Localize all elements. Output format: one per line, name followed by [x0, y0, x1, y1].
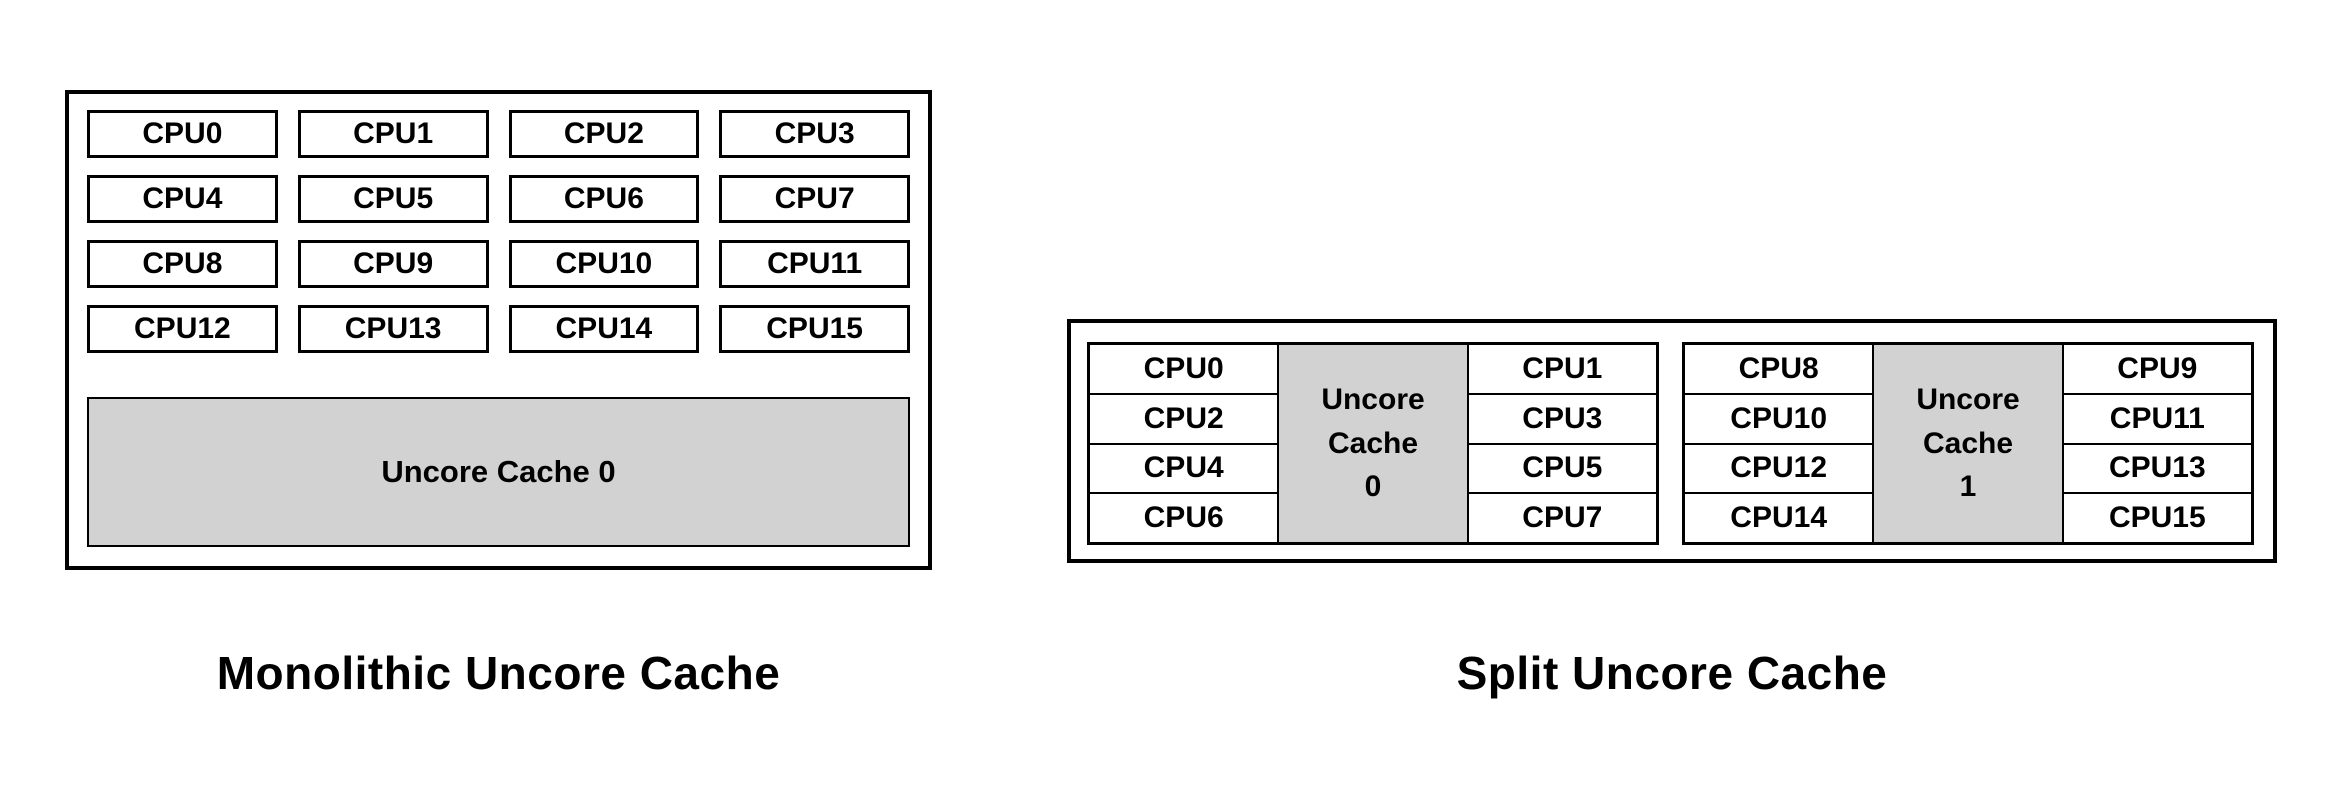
cpu-cell: CPU0 — [1090, 345, 1278, 395]
monolithic-diagram: CPU0 CPU1 CPU2 CPU3 CPU4 CPU5 CPU6 CPU7 … — [65, 90, 932, 570]
monolithic-caption: Monolithic Uncore Cache — [216, 647, 781, 699]
cpu-cell: CPU2 — [1090, 394, 1278, 445]
split-caption: Split Uncore Cache — [1456, 647, 1888, 699]
uncore-cache-1-cell: Uncore Cache 1 — [1872, 345, 2064, 542]
cpu-box-3: CPU3 — [719, 110, 910, 158]
cpu-box-6: CPU6 — [508, 175, 700, 223]
uncore-cache-0-cell: Uncore Cache 0 — [1277, 345, 1469, 542]
cluster-0-right-column: CPU1 CPU3 CPU5 CPU7 — [1468, 345, 1656, 542]
cpu-box-13: CPU13 — [297, 305, 489, 353]
uncore-cache-0-label: Uncore Cache 0 — [1321, 383, 1425, 504]
cpu-cell: CPU14 — [1685, 494, 1873, 542]
monolithic-cpu-grid: CPU0 CPU1 CPU2 CPU3 CPU4 CPU5 CPU6 CPU7 … — [87, 110, 910, 353]
split-cluster-0: CPU0 CPU2 CPU4 CPU6 Uncore Cache 0 CPU1 … — [1087, 342, 1659, 545]
cpu-cell: CPU1 — [1468, 345, 1656, 395]
cpu-cell: CPU11 — [2063, 394, 2251, 445]
cpu-cell: CPU6 — [1090, 494, 1278, 542]
cpu-cell: CPU8 — [1685, 345, 1873, 395]
cpu-box-2: CPU2 — [508, 110, 700, 158]
cpu-box-14: CPU14 — [508, 305, 700, 353]
cpu-box-0: CPU0 — [87, 110, 278, 158]
cluster-1-right-column: CPU9 CPU11 CPU13 CPU15 — [2063, 345, 2251, 542]
cpu-box-9: CPU9 — [297, 240, 489, 288]
cpu-cell: CPU7 — [1468, 494, 1656, 542]
split-diagram: CPU0 CPU2 CPU4 CPU6 Uncore Cache 0 CPU1 … — [1067, 319, 2277, 563]
cluster-0-left-column: CPU0 CPU2 CPU4 CPU6 — [1090, 345, 1278, 542]
uncore-cache-1-label: Uncore Cache 1 — [1916, 383, 2020, 504]
cpu-box-10: CPU10 — [508, 240, 700, 288]
split-cluster-1: CPU8 CPU10 CPU12 CPU14 Uncore Cache 1 CP… — [1682, 342, 2254, 545]
cpu-cell: CPU12 — [1685, 444, 1873, 495]
cluster-1-left-column: CPU8 CPU10 CPU12 CPU14 — [1685, 345, 1873, 542]
cpu-box-1: CPU1 — [297, 110, 489, 158]
cpu-cell: CPU13 — [2063, 444, 2251, 495]
uncore-cache-0-box: Uncore Cache 0 — [87, 397, 910, 547]
cpu-box-5: CPU5 — [297, 175, 489, 223]
cpu-cell: CPU5 — [1468, 444, 1656, 495]
cpu-cell: CPU10 — [1685, 394, 1873, 445]
cpu-box-12: CPU12 — [87, 305, 278, 353]
cpu-cell: CPU3 — [1468, 394, 1656, 445]
cpu-box-7: CPU7 — [719, 175, 910, 223]
cpu-cell: CPU15 — [2063, 494, 2251, 542]
cpu-box-4: CPU4 — [87, 175, 278, 223]
cpu-box-15: CPU15 — [719, 305, 910, 353]
cpu-box-11: CPU11 — [719, 240, 910, 288]
cpu-cell: CPU4 — [1090, 444, 1278, 495]
cpu-box-8: CPU8 — [87, 240, 278, 288]
cpu-cell: CPU9 — [2063, 345, 2251, 395]
